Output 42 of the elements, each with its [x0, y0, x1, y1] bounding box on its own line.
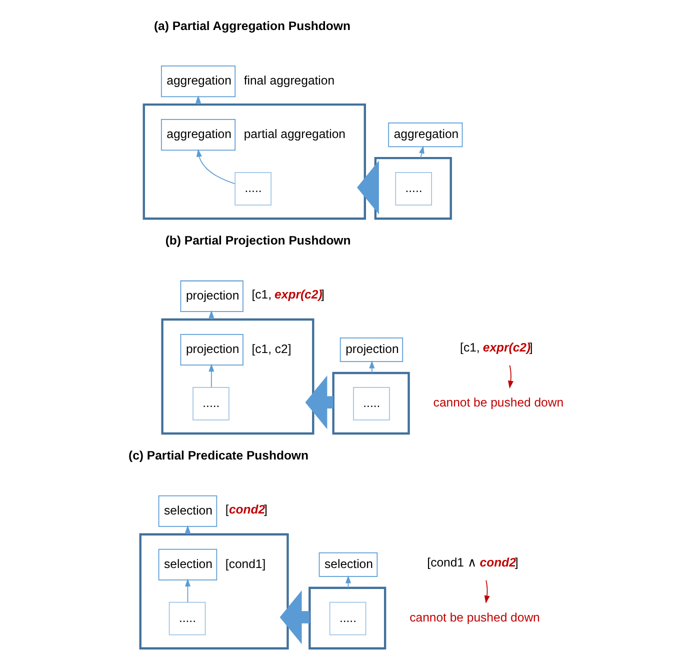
- arrow: [508, 364, 513, 389]
- cluster: [308, 586, 386, 650]
- node-label: [cond1]: [224, 556, 266, 571]
- node-box: .....: [328, 602, 366, 636]
- arrow: [196, 148, 235, 184]
- node-box: selection: [158, 495, 217, 527]
- node-text: [cond1 ∧ cond2]: [426, 556, 518, 570]
- cluster: [374, 156, 452, 220]
- node-box: aggregation: [160, 119, 236, 151]
- arrow: [279, 590, 310, 644]
- node-box: aggregation: [160, 66, 236, 98]
- arrow: [484, 580, 490, 604]
- node-box: projection: [339, 337, 403, 362]
- arrow: [368, 360, 374, 374]
- node-box: selection: [318, 552, 378, 577]
- node-box: aggregation: [388, 122, 462, 148]
- node-box: .....: [234, 172, 271, 206]
- node-label: final aggregation: [243, 74, 334, 88]
- node-text: cannot be pushed down: [432, 395, 564, 410]
- node-label: [c1, expr(c2)]: [251, 288, 324, 302]
- node-box: .....: [192, 387, 229, 420]
- cluster: [332, 372, 410, 435]
- arrow: [304, 375, 333, 430]
- node-box: projection: [180, 334, 243, 366]
- node-box: selection: [158, 548, 217, 580]
- node-box: .....: [168, 602, 206, 636]
- node-text: [c1, expr(c2)]: [460, 340, 532, 355]
- arrow: [356, 160, 378, 214]
- node-box: projection: [180, 280, 243, 312]
- node-label: [c1, c2]: [251, 342, 291, 356]
- label: (c) Partial Predicate Pushdown: [128, 448, 308, 463]
- arrow: [184, 578, 190, 603]
- arrow: [208, 310, 214, 320]
- arrow: [418, 146, 424, 159]
- node-box: .....: [394, 172, 432, 206]
- node-label: partial aggregation: [243, 127, 345, 142]
- label: (b) Partial Projection Pushdown: [164, 234, 350, 248]
- arrow: [208, 364, 214, 388]
- node-box: .....: [352, 387, 390, 420]
- node-label: [cond2]: [224, 502, 267, 516]
- label: (a) Partial Aggregation Pushdown: [153, 18, 350, 33]
- node-text: cannot be pushed down: [409, 610, 540, 624]
